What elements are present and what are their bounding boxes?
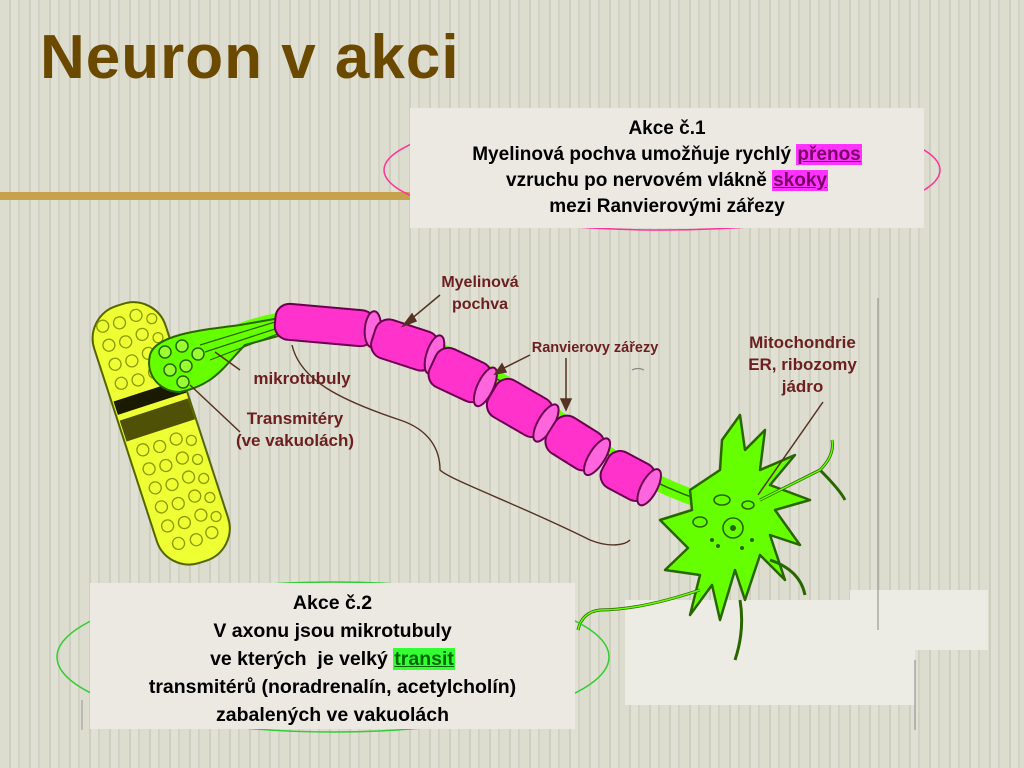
action2-line2-text: ve kterých je velký	[210, 648, 394, 670]
action1-line2-text: vzruchu po nervovém vlákně	[506, 170, 773, 191]
action2-heading: Akce č.2	[292, 592, 373, 614]
myelin-sheath	[273, 302, 662, 507]
label-organelles-line3: jádro	[781, 377, 824, 396]
action2-line3: transmitérů (noradrenalín, acetylcholín)	[148, 676, 517, 698]
action1-line2: vzruchu po nervovém vlákně skoky	[410, 168, 924, 194]
action2-line4: zabalených ve vakuolách	[215, 704, 450, 726]
label-organelles: Mitochondrie ER, ribozomy jádro	[730, 332, 875, 398]
label-transmitters: Transmitéry (ve vakuolách)	[210, 408, 380, 452]
action1-box: Akce č.1 Myelinová pochva umožňuje rychl…	[410, 108, 924, 228]
action2-line1: V axonu jsou mikrotubuly	[213, 620, 452, 642]
label-myelin-line2: pochva	[451, 296, 508, 313]
action1-line1: Myelinová pochva umožňuje rychlý přenos	[410, 142, 924, 168]
action1-heading: Akce č.1	[628, 118, 706, 139]
label-organelles-line2: ER, ribozomy	[748, 355, 857, 374]
action2-box: Akce č.2 V axonu jsou mikrotubuly ve kte…	[90, 583, 575, 729]
action1-highlight-skoky: skoky	[772, 170, 828, 191]
background-panel-right-2	[850, 590, 988, 650]
action1-highlight-prenos: přenos	[796, 144, 862, 165]
action2-line2: ve kterých je velký transit	[90, 645, 575, 673]
label-microtubules: mikrotubuly	[253, 369, 351, 388]
highlight-ellipse-action2	[56, 581, 610, 733]
label-transmitters-line1: Transmitéry	[246, 409, 344, 428]
label-myelin-line1: Myelinová	[441, 274, 519, 291]
page-title: Neuron v akci	[40, 23, 460, 92]
action1-line3: mezi Ranvierovými zářezy	[549, 196, 785, 217]
action1-line1-text: Myelinová pochva umožňuje rychlý	[472, 144, 797, 165]
axon-terminal	[148, 316, 284, 394]
label-myelin-sheath: Myelinová pochva	[420, 272, 540, 316]
title-underline-bar	[0, 192, 420, 200]
label-organelles-line1: Mitochondrie	[749, 333, 856, 352]
label-ranvier-nodes: Ranvierovy zářezy	[531, 340, 659, 356]
label-transmitters-line2: (ve vakuolách)	[235, 431, 355, 450]
action2-highlight-transit: transit	[393, 648, 455, 670]
